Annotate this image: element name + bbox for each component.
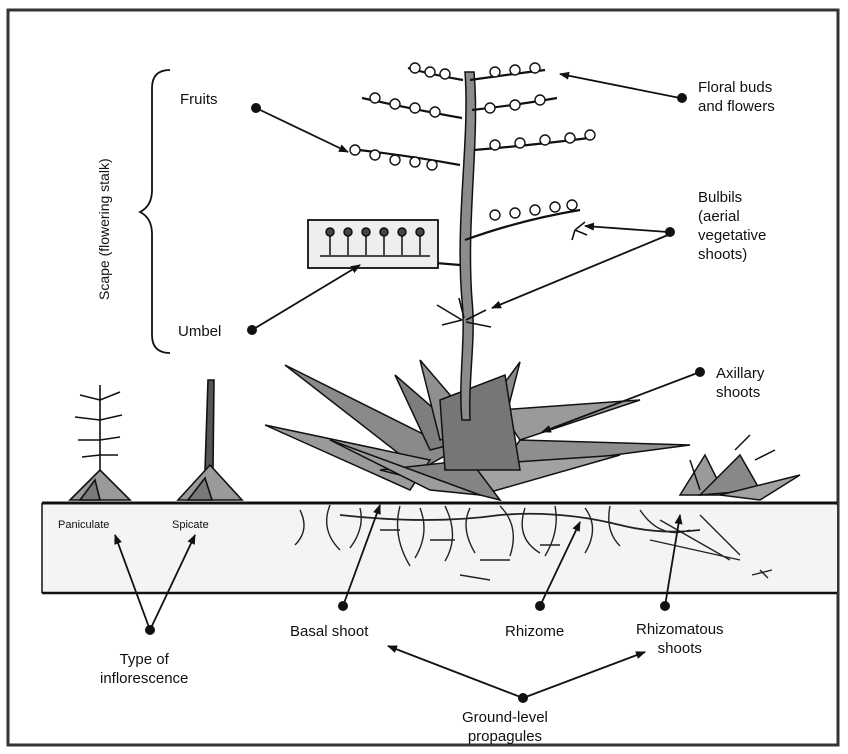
label-floral-buds: Floral buds and flowers bbox=[698, 78, 775, 116]
leader-dots bbox=[145, 93, 705, 703]
label-ground-level-propagules: Ground-level propagules bbox=[462, 708, 548, 746]
label-scape: Scape (flowering stalk) bbox=[95, 158, 114, 300]
label-rhizome: Rhizome bbox=[505, 622, 564, 641]
label-basal-shoot: Basal shoot bbox=[290, 622, 368, 641]
label-axillary-shoots: Axillary shoots bbox=[716, 364, 764, 402]
scape-brace bbox=[140, 70, 170, 353]
paniculate-plant bbox=[70, 385, 130, 500]
umbel-inset bbox=[308, 220, 438, 268]
scape-stalk bbox=[460, 72, 475, 420]
label-type-of-inflorescence: Type of inflorescence bbox=[100, 650, 188, 688]
label-umbel: Umbel bbox=[178, 322, 221, 341]
label-spicate: Spicate bbox=[172, 516, 209, 535]
label-rhizomatous-shoots: Rhizomatous shoots bbox=[636, 620, 724, 658]
spicate-plant bbox=[178, 380, 242, 500]
label-paniculate: Paniculate bbox=[58, 516, 109, 535]
label-bulbils: Bulbils (aerial vegetative shoots) bbox=[698, 188, 766, 264]
label-fruits: Fruits bbox=[180, 90, 218, 109]
bulbil-tuft bbox=[437, 222, 587, 327]
soil-layer bbox=[42, 503, 837, 593]
rhizomatous-shoot-plant bbox=[680, 435, 800, 500]
main-rosette bbox=[265, 360, 690, 500]
